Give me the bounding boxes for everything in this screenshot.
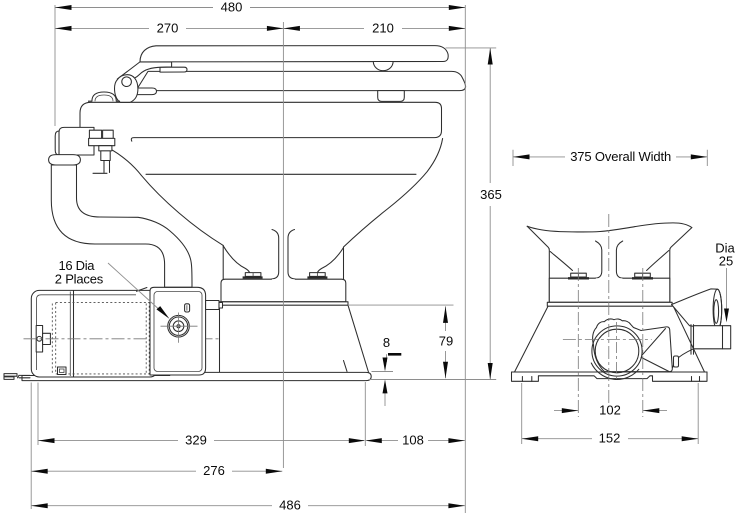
svg-text:270: 270 (157, 20, 179, 35)
svg-text:79: 79 (439, 334, 453, 349)
svg-text:2 Places: 2 Places (55, 271, 104, 286)
svg-text:365: 365 (480, 187, 502, 202)
svg-text:152: 152 (599, 431, 621, 446)
svg-text:375 Overall Width: 375 Overall Width (570, 149, 671, 164)
svg-text:102: 102 (599, 403, 621, 418)
svg-text:210: 210 (372, 20, 394, 35)
svg-text:108: 108 (402, 433, 424, 448)
svg-text:480: 480 (221, 0, 243, 15)
svg-text:Dia: Dia (715, 241, 735, 256)
svg-text:276: 276 (203, 463, 225, 478)
svg-text:486: 486 (279, 498, 301, 513)
svg-text:8: 8 (383, 335, 390, 350)
svg-text:16 Dia: 16 Dia (59, 258, 96, 273)
svg-text:329: 329 (185, 433, 207, 448)
svg-text:25: 25 (719, 254, 733, 269)
